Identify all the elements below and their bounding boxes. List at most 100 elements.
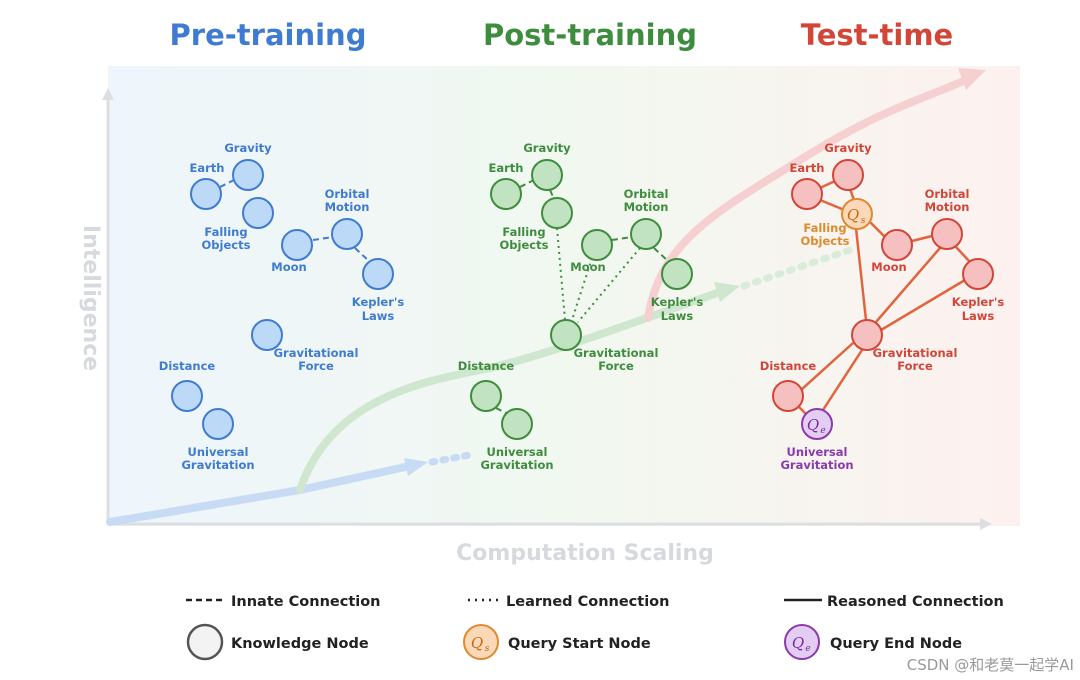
legend-query-start-label: Query Start Node [508,636,651,652]
node-gravitational-force [251,319,283,351]
legend-innate-label: Innate Connection [231,594,381,610]
edge-orbital-kepler [653,247,670,263]
legend-learned-label: Learned Connection [506,594,669,610]
x-axis-label: Computation Scaling [456,541,714,566]
pre-training-labels: Gravity Earth Falling Objects Orbital Mo… [159,141,405,472]
legend-query-end: Q e Query End Node [784,624,962,660]
legend: Innate Connection Learned Connection Rea… [186,594,1004,661]
edge-earth-gravity [519,179,535,188]
post-training-dashed-edges [495,179,670,414]
node-falling-objects [242,197,274,229]
node-orbital-motion [931,218,963,250]
label-kepler-1: Kepler's [952,295,1005,309]
edge-distance-qe [797,405,807,415]
edge-moon-orbital [312,236,334,241]
query-end-subscript: e [820,426,825,436]
legend-query-start-symbol: Q [471,634,483,652]
legend-query-start: Q s Query Start Node [463,624,651,660]
query-end-circle [801,408,833,440]
label-gravforce-1: Gravitational [574,346,659,360]
label-orbital-1: Orbital [325,187,370,201]
post-training-nodes [470,159,693,440]
label-kepler-1: Kepler's [352,295,405,309]
post-training-dotted-edges [556,227,641,323]
test-time-arrowhead [958,68,986,90]
pre-training-edges [219,179,371,263]
post-training-graph: Gravity Earth Falling Objects Orbital Mo… [458,141,704,472]
node-universal-gravitation [202,408,234,440]
test-time-graph: Q s Q e Gravity Earth Orbital Motion Moo… [760,141,1005,472]
node-gravitational-force [851,319,883,351]
pre-training-title: Pre-training [170,18,367,52]
post-training-arrowhead [714,282,740,302]
edge-gravforce-qe [821,349,864,411]
legend-innate: Innate Connection [186,594,381,610]
legend-knowledge-node: Knowledge Node [186,623,369,661]
label-moon: Moon [871,260,906,274]
label-gravity: Gravity [224,141,272,155]
label-gravforce-1: Gravitational [274,346,359,360]
edge-orbital-gravforce [875,247,941,323]
node-gravity [832,159,864,191]
pre-training-nodes [171,159,394,440]
edge-earth-gravity [219,179,235,188]
watermark: CSDN @和老莫一起学AI [907,656,1074,674]
query-end-symbol: Q [807,416,819,434]
legend-query-end-swatch [784,624,820,660]
test-time-title: Test-time [801,18,953,52]
label-falling-2: Objects [500,238,549,252]
x-axis-arrowhead [980,518,992,530]
legend-reasoned: Reasoned Connection [784,594,1004,610]
edge-qs-moon [869,221,885,237]
post-training-curve [296,288,724,494]
node-falling-objects [541,197,573,229]
edge-gravforce-distance [800,342,854,391]
edge-earth-qs [819,198,843,211]
label-orbital-2: Motion [624,200,669,214]
node-moon [581,229,613,261]
edge-moon-orbital [911,234,933,243]
label-kepler-2: Laws [661,309,694,323]
node-orbital-motion [331,218,363,250]
axes [102,88,992,530]
node-gravity [232,159,264,191]
pre-training-arrowhead [404,458,428,476]
node-gravity [531,159,563,191]
node-distance [772,380,804,412]
label-kepler-1: Kepler's [651,295,704,309]
label-orbital-2: Motion [925,200,970,214]
label-falling-1: Falling [204,225,247,239]
label-moon: Moon [271,260,306,274]
node-keplers-laws [362,258,394,290]
node-gravitational-force [550,319,582,351]
label-earth: Earth [790,161,825,175]
edge-distance-universal [495,407,507,414]
label-universal-2: Gravitation [780,458,853,472]
query-start-node: Q s [841,198,873,230]
label-universal-1: Universal [487,445,548,459]
node-moon [881,229,913,261]
label-kepler-2: Laws [362,309,395,323]
label-gravforce-1: Gravitational [873,346,958,360]
label-falling-1: Falling [803,221,846,235]
label-falling-2: Objects [202,238,251,252]
post-training-title: Post-training [483,18,697,52]
label-gravity: Gravity [824,141,872,155]
query-start-circle [841,198,873,230]
node-distance [470,380,502,412]
legend-knowledge-label: Knowledge Node [231,636,369,652]
post-training-labels: Gravity Earth Falling Objects Orbital Mo… [458,141,704,472]
legend-knowledge-swatch [186,623,224,661]
label-earth: Earth [190,161,225,175]
legend-query-end-symbol: Q [792,634,804,652]
label-falling-1: Falling [502,225,545,239]
node-keplers-laws [661,258,693,290]
edge-qs-gravforce [854,227,868,321]
label-moon: Moon [570,260,605,274]
legend-query-start-subscript: s [485,644,490,654]
y-axis-label: Intelligence [78,225,103,371]
y-axis-arrowhead [102,88,114,100]
node-orbital-motion [630,218,662,250]
